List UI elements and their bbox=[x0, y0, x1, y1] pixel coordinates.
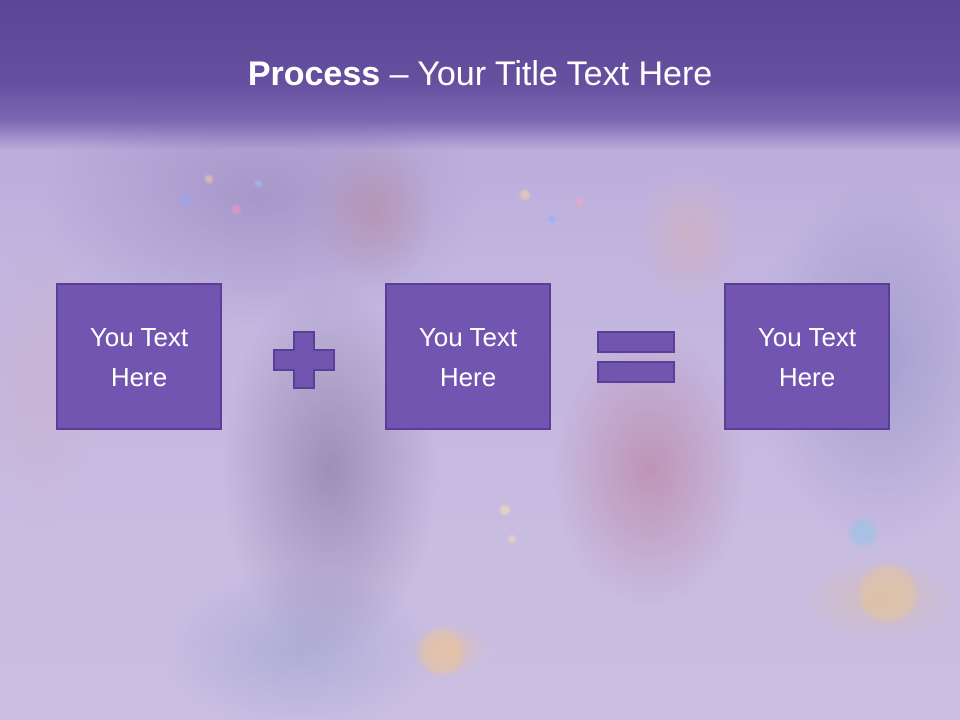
slide-title[interactable]: Process – Your Title Text Here bbox=[0, 52, 960, 96]
process-box-3[interactable]: You Text Here bbox=[724, 283, 890, 430]
slide-title-rest: – Your Title Text Here bbox=[380, 55, 713, 93]
slide-title-bold: Process bbox=[247, 55, 381, 93]
process-box-1[interactable]: You Text Here bbox=[56, 283, 222, 430]
equals-icon bbox=[597, 331, 675, 383]
process-box-2[interactable]: You Text Here bbox=[385, 283, 551, 430]
plus-icon bbox=[273, 331, 335, 389]
title-band bbox=[0, 0, 960, 150]
